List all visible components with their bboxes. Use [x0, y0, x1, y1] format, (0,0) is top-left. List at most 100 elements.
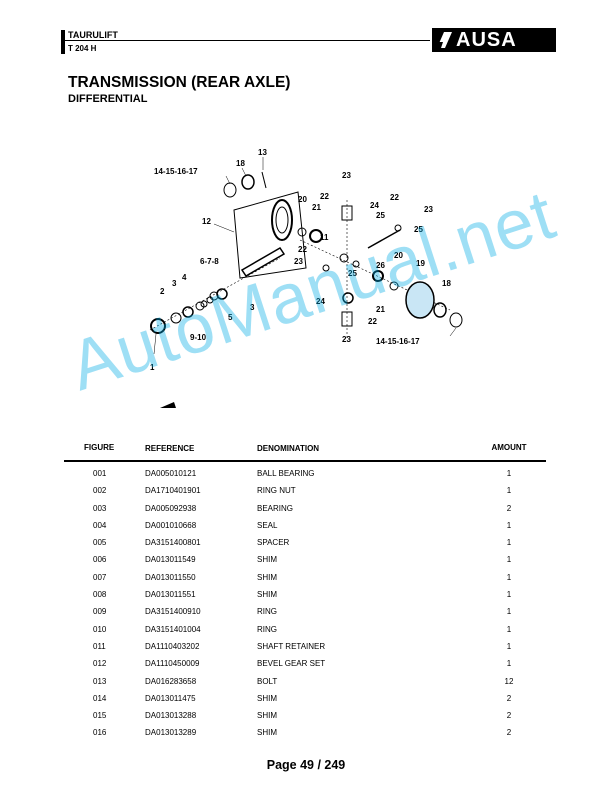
- row-figure: 016: [93, 728, 107, 738]
- row-figure: 001: [93, 469, 107, 478]
- row-amount: 1: [506, 590, 512, 600]
- diagram-label: 4: [182, 273, 187, 282]
- row-reference: DA013011551: [145, 590, 196, 600]
- row-amount: 1: [506, 641, 512, 651]
- row-reference: DA001010668: [145, 520, 197, 530]
- row-denomination: SPACER: [257, 538, 290, 548]
- diagram-label: 11: [320, 233, 329, 242]
- row-amount: 2: [506, 503, 512, 513]
- exploded-parts-diagram: 14-15-16-17 18 13 12 20 21 22 23 24 25 1…: [149, 148, 463, 408]
- gear-26: [372, 270, 384, 282]
- diagram-label: 18: [442, 279, 451, 288]
- diagram-label: 19: [416, 259, 425, 268]
- row-denomination: RING: [257, 607, 277, 617]
- row-figure: 003: [93, 503, 107, 513]
- shim-6-7-8: [209, 291, 219, 301]
- bearing-18-top: [241, 174, 255, 190]
- diagram-label: 20: [298, 195, 307, 204]
- row-figure: 008: [93, 590, 107, 600]
- shims-14-17-bottom: [449, 312, 463, 328]
- washer-20-right: [389, 281, 399, 291]
- crown-gear: [271, 199, 293, 241]
- pin-23-bottom: [341, 311, 353, 327]
- row-figure: 011: [93, 641, 106, 651]
- differential-case-19: [405, 281, 435, 319]
- row-figure: 009: [93, 607, 107, 617]
- row-denomination: BOLT: [257, 676, 278, 686]
- diagram-label: 22: [390, 193, 399, 202]
- row-denomination: SHIM: [257, 572, 277, 582]
- diagram-label: 12: [202, 217, 211, 226]
- row-denomination: SHIM: [257, 590, 277, 600]
- washer-20: [297, 227, 307, 237]
- diagram-label: 9-10: [190, 333, 207, 342]
- pin-23-top: [341, 205, 353, 221]
- diagram-label: 22: [320, 192, 329, 201]
- leader-line: [225, 175, 231, 185]
- gear-21-top: [309, 229, 323, 243]
- crown-gear-inner: [275, 206, 289, 234]
- diagram-label: 18: [236, 159, 245, 168]
- row-figure: 004: [93, 520, 107, 530]
- diagram-label: 25: [376, 211, 385, 220]
- row-reference: DA013013288: [145, 711, 197, 721]
- diagram-label: 1: [150, 363, 155, 372]
- row-amount: 1: [506, 469, 512, 478]
- row-reference: DA005092938: [145, 503, 197, 513]
- brand-name: AUSA: [456, 29, 517, 51]
- pinion-shaft: [240, 246, 286, 278]
- header-rule: [64, 40, 430, 41]
- row-reference: DA013011549: [145, 555, 196, 565]
- housing-outline: [233, 191, 307, 279]
- leader-line: [449, 327, 457, 337]
- row-amount: 1: [506, 555, 512, 565]
- row-amount: 2: [506, 693, 512, 703]
- direction-arrow-icon: [160, 402, 176, 408]
- shims-14-17-top: [223, 182, 237, 198]
- bearing-3b: [216, 288, 228, 300]
- row-denomination: SHIM: [257, 728, 277, 738]
- row-reference: DA1110403202: [145, 641, 200, 651]
- row-reference: DA013011550: [145, 572, 196, 582]
- diagram-label: 22: [298, 245, 307, 254]
- row-figure: 015: [93, 711, 107, 721]
- header-model: TAURULIFT: [68, 30, 118, 40]
- diagram-label: 22: [368, 317, 377, 326]
- row-denomination: SHIM: [257, 693, 277, 703]
- row-reference: DA3151401004: [145, 624, 201, 634]
- diagram-label: 24: [370, 201, 379, 210]
- row-amount: 1: [506, 607, 512, 617]
- row-reference: DA016283658: [145, 676, 197, 686]
- row-amount: 1: [506, 572, 512, 582]
- header-reference: REFERENCE: [145, 444, 195, 453]
- row-amount: 1: [506, 486, 512, 496]
- row-amount: 12: [504, 676, 514, 686]
- brand-logo: AUSA: [432, 28, 556, 52]
- page-title: TRANSMISSION (REAR AXLE): [68, 74, 291, 91]
- row-amount: 1: [506, 624, 512, 634]
- row-figure: 012: [93, 659, 107, 669]
- row-reference: DA1110450009: [145, 659, 200, 669]
- row-figure: 002: [93, 486, 107, 496]
- row-amount: 2: [506, 728, 512, 738]
- ring-nut-2: [170, 312, 182, 324]
- row-figure: 005: [93, 538, 107, 548]
- diagram-label: 26: [376, 261, 385, 270]
- row-reference: DA3151400801: [145, 538, 201, 548]
- logo-mark-icon: [436, 32, 452, 48]
- header-amount: AMOUNT: [491, 443, 527, 452]
- washer-22-right: [352, 260, 360, 268]
- row-denomination: SHIM: [257, 555, 277, 565]
- header-submodel: T 204 H: [68, 44, 97, 53]
- table-header: FIGURE REFERENCE DENOMINATION AMOUNT: [64, 440, 546, 462]
- row-amount: 2: [506, 711, 512, 721]
